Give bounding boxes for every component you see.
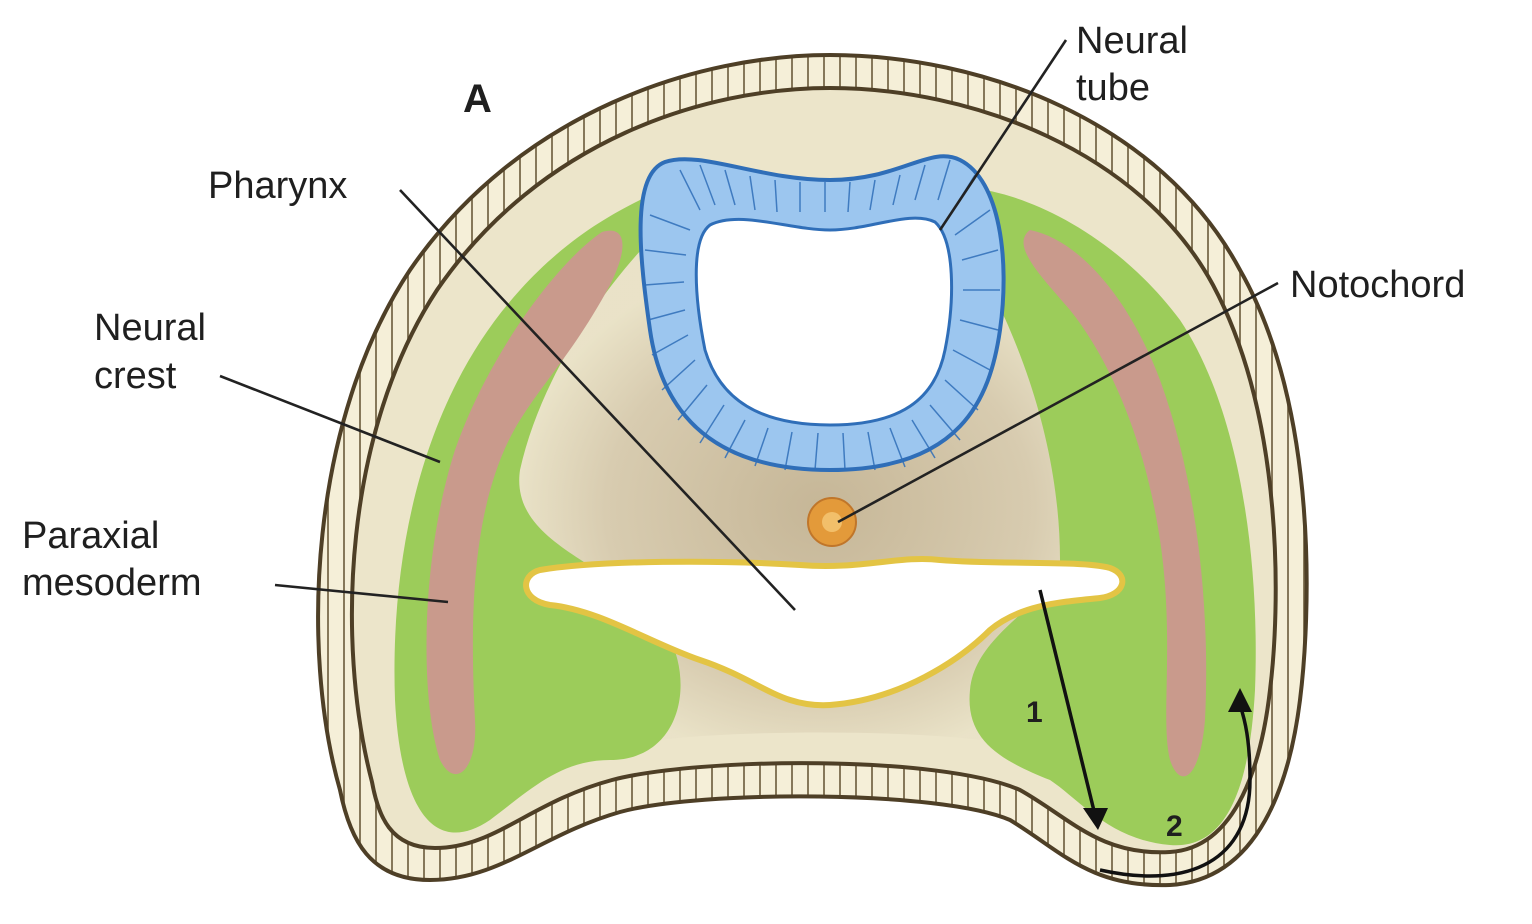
- migration-arrow-1-head: [1083, 808, 1108, 830]
- neural-tube-lumen: [694, 216, 954, 427]
- neural-tube-cell-stripes: [644, 159, 1000, 471]
- paraxial-mesoderm-label-line2: mesoderm: [22, 562, 202, 604]
- paraxial-mesoderm-label-line1: Paraxial: [22, 515, 159, 557]
- pharynx: [523, 555, 1126, 709]
- neural-crest-label-line2: crest: [94, 355, 177, 397]
- migration-arrow-2-head: [1228, 688, 1252, 712]
- right-paraxial-mesoderm: [1023, 230, 1207, 777]
- neural-crest-leader-line: [219, 374, 441, 464]
- panel-label: A: [463, 77, 492, 121]
- pharynx-label: Pharynx: [208, 165, 347, 207]
- pharynx-leader-line: [399, 189, 796, 611]
- notochord-leader-line: [837, 281, 1279, 524]
- notochord-core: [822, 512, 842, 532]
- neural-crest-label-line1: Neural: [94, 307, 206, 349]
- notochord-label: Notochord: [1290, 264, 1465, 306]
- migration-arrow-1: [1038, 589, 1097, 816]
- left-paraxial-mesoderm: [426, 230, 623, 775]
- neural-tube-label-line2: tube: [1076, 67, 1150, 109]
- neural-tube-label-line1: Neural: [1076, 20, 1188, 62]
- migration-arrow-1-number: 1: [1026, 696, 1043, 729]
- migration-arrow-2-number: 2: [1166, 810, 1183, 843]
- paraxial-mesoderm-leader-line: [274, 583, 449, 604]
- migration-arrow-2: [1099, 704, 1252, 878]
- neural-tube-leader-line: [938, 39, 1068, 231]
